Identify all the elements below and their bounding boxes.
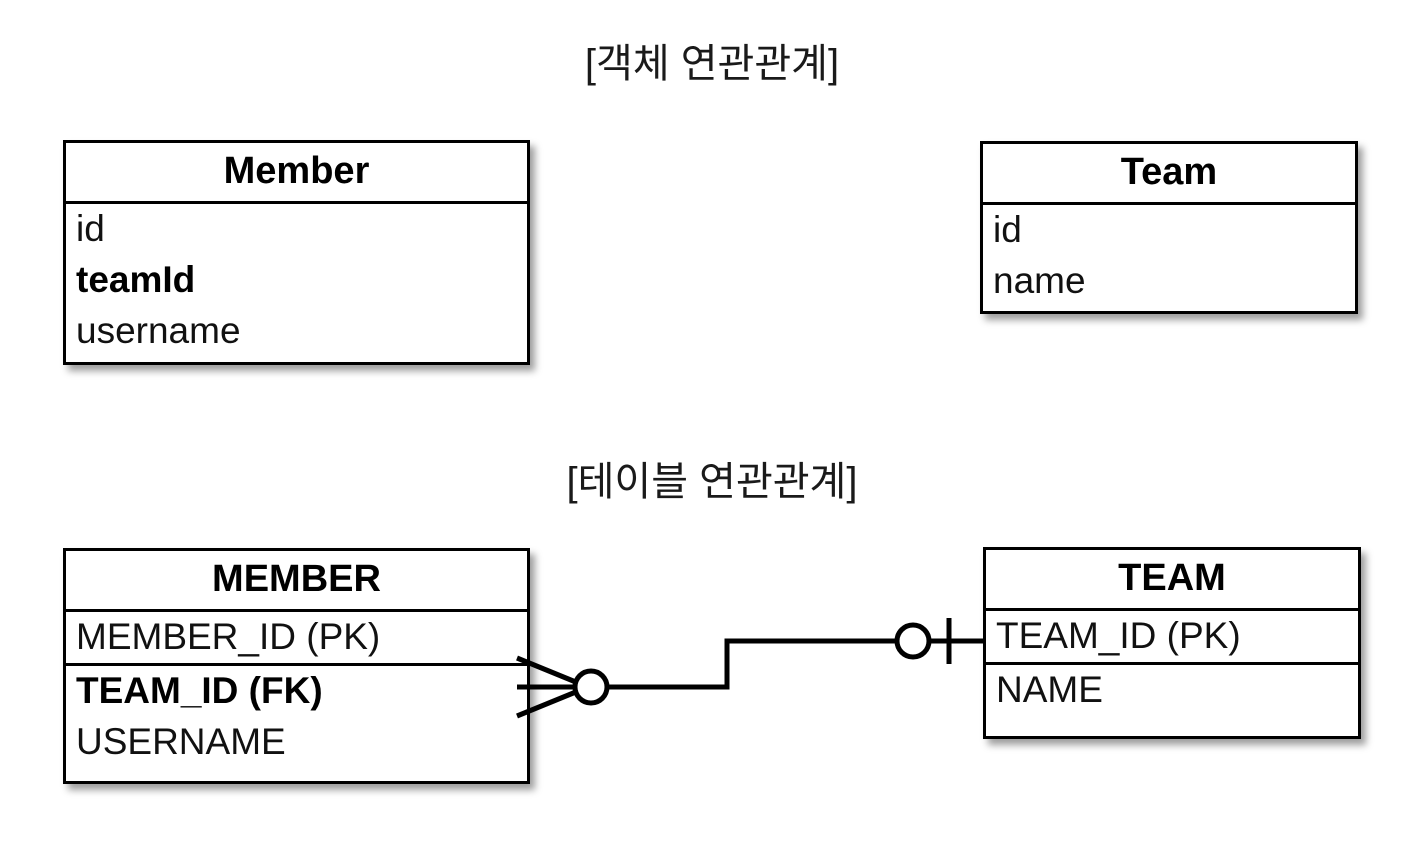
entity-body-member: id teamId username [66,204,527,357]
zero-circle-member-side [572,668,610,706]
table-field-member-username: USERNAME [76,721,286,762]
table-header-member: MEMBER [66,551,527,612]
relationship-connector-member-team [516,618,983,719]
table-group-member-pk: MEMBER_ID (PK) [66,612,527,663]
table-group-team-pk: TEAM_ID (PK) [986,611,1358,662]
entity-field-team-id: id [993,209,1022,250]
table-header-team: TEAM [986,550,1358,611]
entity-header-member: Member [66,143,527,204]
entity-header-team: Team [983,144,1355,205]
table-field-member-id-pk: MEMBER_ID (PK) [76,616,381,657]
table-field-team-id-pk: TEAM_ID (PK) [996,615,1241,656]
table-field-team-name: NAME [996,669,1103,710]
table-body-team: TEAM_ID (PK) NAME [986,611,1358,716]
section-title-table-association: [테이블 연관관계] [566,460,858,504]
table-group-member-columns: TEAM_ID (FK) USERNAME [66,663,527,768]
entity-field-member-teamid: teamId [76,259,196,300]
entity-field-member-username: username [76,310,241,351]
connector-path [607,638,897,690]
section-title-object-association: [객체 연관관계] [584,42,840,86]
table-group-team-columns: NAME [986,662,1358,716]
table-body-member: MEMBER_ID (PK) TEAM_ID (FK) USERNAME [66,612,527,768]
table-box-team[interactable]: TEAM TEAM_ID (PK) NAME [983,547,1361,739]
entity-field-team-name: name [993,260,1086,301]
table-box-member[interactable]: MEMBER MEMBER_ID (PK) TEAM_ID (FK) USERN… [63,548,530,784]
entity-box-team[interactable]: Team id name [980,141,1358,314]
zero-circle-team-side [894,622,932,660]
entity-field-member-id: id [76,208,105,249]
table-field-member-team-id-fk: TEAM_ID (FK) [76,670,323,711]
entity-box-member[interactable]: Member id teamId username [63,140,530,365]
entity-body-team: id name [983,205,1355,307]
